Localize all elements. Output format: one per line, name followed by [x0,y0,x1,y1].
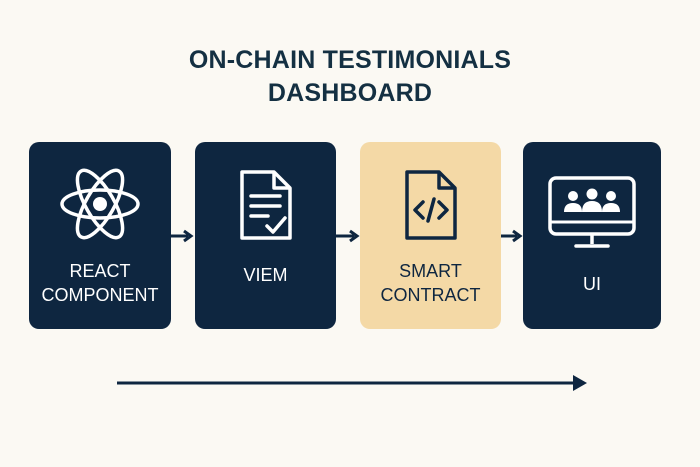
title-line-2: DASHBOARD [267,79,433,107]
connector-arrow [336,229,360,243]
step-label: SMART CONTRACT [380,261,481,305]
step-label: REACT COMPONENT [41,261,159,305]
step-card-smart-contract: SMART CONTRACT [360,142,501,329]
monitor-users-icon [523,174,661,254]
step-label: UI [583,274,601,294]
code-file-icon [360,168,501,244]
connector-arrow [501,229,523,243]
diagram-title: ON-CHAIN TESTIMONIALS DASHBOARD [0,44,700,110]
document-check-icon [195,168,336,244]
title-line-1: ON-CHAIN TESTIMONIALS [188,46,512,74]
step-label: VIEM [243,265,288,285]
step-card-viem: VIEM [195,142,336,329]
connector-arrow [171,229,194,243]
step-card-react-component: REACT COMPONENT [29,142,171,329]
step-card-ui: UI [523,142,661,329]
flow-direction-arrow [117,375,587,391]
react-atom-icon [29,164,171,244]
